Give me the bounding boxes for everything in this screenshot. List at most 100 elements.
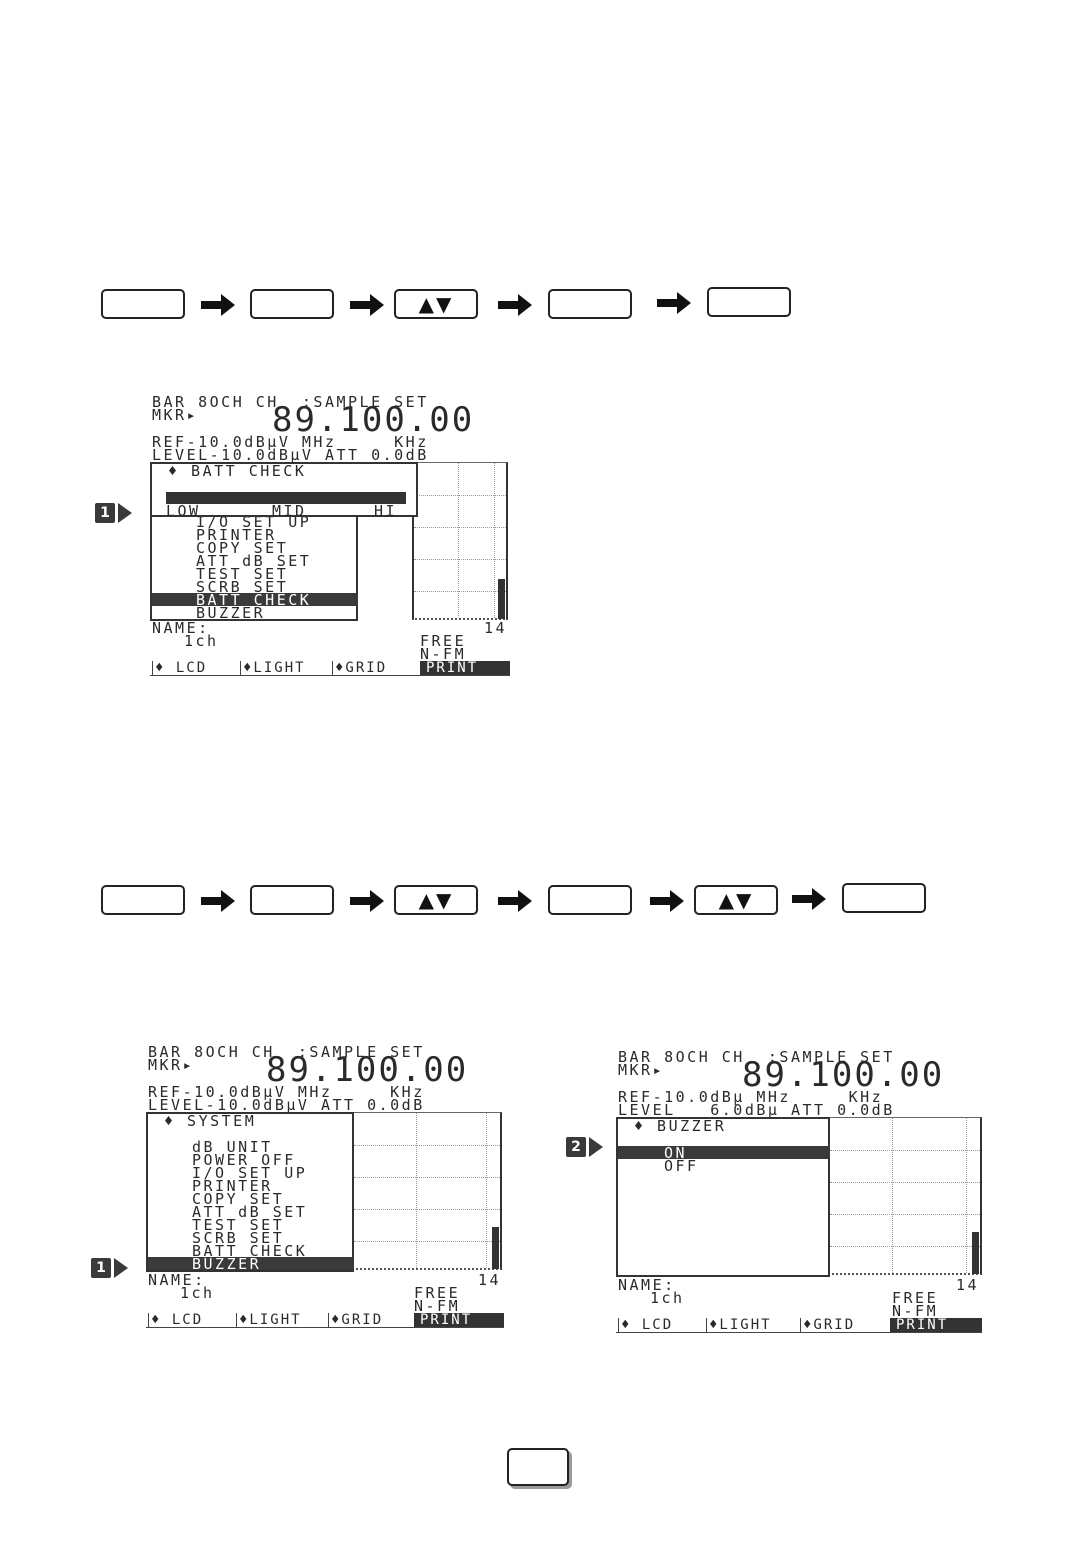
key-button[interactable] [101,885,185,915]
up-down-key-button[interactable]: ▲▼ [394,289,478,319]
ref-line: REF-10.0dBµV MHz KHz [152,433,429,451]
menu-item[interactable]: ATT dB SET [196,552,312,570]
menu-item[interactable]: dB UNIT [192,1138,273,1156]
menu-item[interactable]: COPY SET [196,539,289,557]
menu-item[interactable]: ATT dB SET [192,1203,308,1221]
key-button[interactable] [101,289,185,319]
key-button[interactable] [842,883,926,913]
option-on[interactable]: ON [664,1144,688,1162]
lcd-screen-buzzer: BAR 8OCH CH :SAMPLE SET MKR▸ 89.100.00 R… [616,1050,984,1335]
softkey-lcd[interactable]: ♦ LCD [152,661,207,676]
ref-line: REF-10.0dBµV MHz KHz [148,1083,425,1101]
up-down-key-button[interactable]: ▲▼ [694,885,778,915]
key-button[interactable] [707,287,791,317]
menu-item[interactable]: SCRB SET [196,578,289,596]
mode-nfm: N-FM [414,1297,461,1315]
step-number-badge: 2 [566,1137,586,1157]
softkey-print-highlight [890,1318,982,1332]
menu-title: ♦ BUZZER [634,1117,727,1135]
option-off[interactable]: OFF [664,1157,699,1175]
header-line: BAR 8OCH CH :SAMPLE SET [152,393,429,411]
mode-free: FREE [892,1289,939,1307]
ref-line: REF-10.0dBµ MHz KHz [618,1088,884,1106]
softkey-print-highlight [414,1313,504,1327]
menu-item[interactable]: POWER OFF [192,1151,296,1169]
menu-item[interactable]: TEST SET [192,1216,285,1234]
system-menu: ♦ SYSTEM dB UNIT POWER OFF I/O SET UP PR… [146,1112,354,1272]
header-line: BAR 8OCH CH :SAMPLE SET [148,1043,425,1061]
name-label: NAME: [618,1276,676,1294]
softkey-lcd[interactable]: ♦ LCD [618,1318,673,1333]
pointer-icon [114,1258,128,1278]
level-line: LEVEL-10.0dBµV ATT 0.0dB [148,1096,425,1114]
name-value: 1ch [180,1284,215,1302]
marker-label: MKR▸ [618,1061,665,1079]
step-marker-1: 1 [95,503,132,523]
spectrum-grid [412,462,508,620]
softkey-bar: ♦ LCD ♦LIGHT ♦GRID PRINT [150,661,510,676]
system-menu: I/O SET UP PRINTER COPY SET ATT dB SET T… [150,513,358,621]
menu-item[interactable]: I/O SET UP [196,513,312,531]
key-sequence-2: ▲▼ ▲▼ [0,883,1076,925]
name-value: 1ch [650,1289,685,1307]
spectrum-grid [352,1112,502,1270]
menu-selection-highlight [152,593,358,606]
menu-item[interactable]: COPY SET [192,1190,285,1208]
menu-item-selected[interactable]: BATT CHECK [196,591,312,609]
menu-item-selected[interactable]: BUZZER [192,1255,262,1273]
key-button[interactable] [250,885,334,915]
menu-item[interactable]: BUZZER [196,604,266,622]
name-label: NAME: [152,619,210,637]
channel-number: 14 [956,1276,980,1294]
marker-label: MKR▸ [148,1056,195,1074]
menu-item[interactable]: BATT CHECK [192,1242,308,1260]
softkey-grid[interactable]: ♦GRID [328,1313,383,1328]
name-value: 1ch [184,632,219,650]
popup-title: ♦ BATT CHECK [168,462,307,480]
arrow-right-icon [657,292,691,314]
menu-item[interactable]: I/O SET UP [192,1164,308,1182]
spectrum-grid [828,1117,982,1275]
softkey-light[interactable]: ♦LIGHT [706,1318,772,1333]
lcd-screen-batt-check: BAR 8OCH CH :SAMPLE SET MKR▸ 89.100.00 R… [150,395,512,680]
softkey-grid[interactable]: ♦GRID [332,661,387,676]
mode-nfm: N-FM [892,1302,939,1320]
level-line: LEVEL 6.0dBµ ATT 0.0dB [618,1101,895,1119]
frequency-readout: 89.100.00 [266,1050,469,1090]
level-bar [972,1232,979,1274]
softkey-light[interactable]: ♦LIGHT [236,1313,302,1328]
softkey-light[interactable]: ♦LIGHT [240,661,306,676]
key-button[interactable] [548,289,632,319]
mode-nfm: N-FM [420,645,467,663]
header-line: BAR 8OCH CH :SAMPLE SET [618,1048,895,1066]
menu-title: ♦ SYSTEM [164,1112,257,1130]
menu-selection-highlight [618,1146,830,1159]
softkey-bar: ♦ LCD ♦LIGHT ♦GRID PRINT [616,1318,982,1333]
key-button[interactable] [548,885,632,915]
arrow-right-icon [350,294,384,316]
frequency-readout: 89.100.00 [742,1055,945,1095]
softkey-print-highlight [420,661,510,675]
page-number-box [507,1448,569,1486]
menu-item[interactable]: SCRB SET [192,1229,285,1247]
menu-selection-highlight [148,1257,354,1270]
buzzer-menu: ♦ BUZZER ON OFF [616,1117,830,1277]
softkey-print[interactable]: PRINT [896,1317,949,1333]
menu-item[interactable]: PRINTER [196,526,277,544]
softkey-lcd[interactable]: ♦ LCD [148,1313,203,1328]
arrow-right-icon [498,294,532,316]
menu-item[interactable]: TEST SET [196,565,289,583]
step-marker-1: 1 [91,1258,128,1278]
up-down-key-button[interactable]: ▲▼ [394,885,478,915]
level-bar [498,579,505,619]
softkey-print[interactable]: PRINT [426,660,479,676]
pointer-icon [589,1137,603,1157]
softkey-print[interactable]: PRINT [420,1312,473,1328]
mode-free: FREE [414,1284,461,1302]
arrow-right-icon [201,890,235,912]
menu-item[interactable]: PRINTER [192,1177,273,1195]
name-label: NAME: [148,1271,206,1289]
arrow-right-icon [498,890,532,912]
softkey-grid[interactable]: ♦GRID [800,1318,855,1333]
key-button[interactable] [250,289,334,319]
